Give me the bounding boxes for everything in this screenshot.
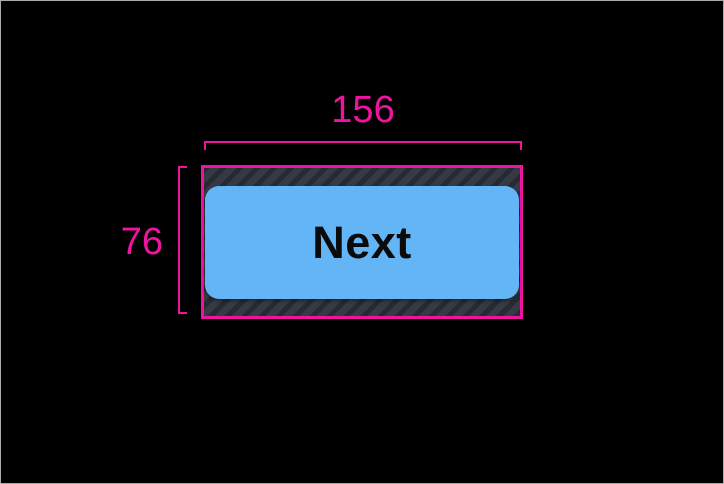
- height-measurement-label: 76: [120, 221, 163, 263]
- width-measurement-bracket: [204, 141, 522, 150]
- next-button[interactable]: Next: [205, 186, 519, 299]
- height-measurement-bracket: [178, 166, 187, 314]
- next-button-label: Next: [312, 216, 412, 268]
- touch-target-region: Next: [201, 165, 523, 319]
- width-measurement-label: 156: [331, 89, 395, 131]
